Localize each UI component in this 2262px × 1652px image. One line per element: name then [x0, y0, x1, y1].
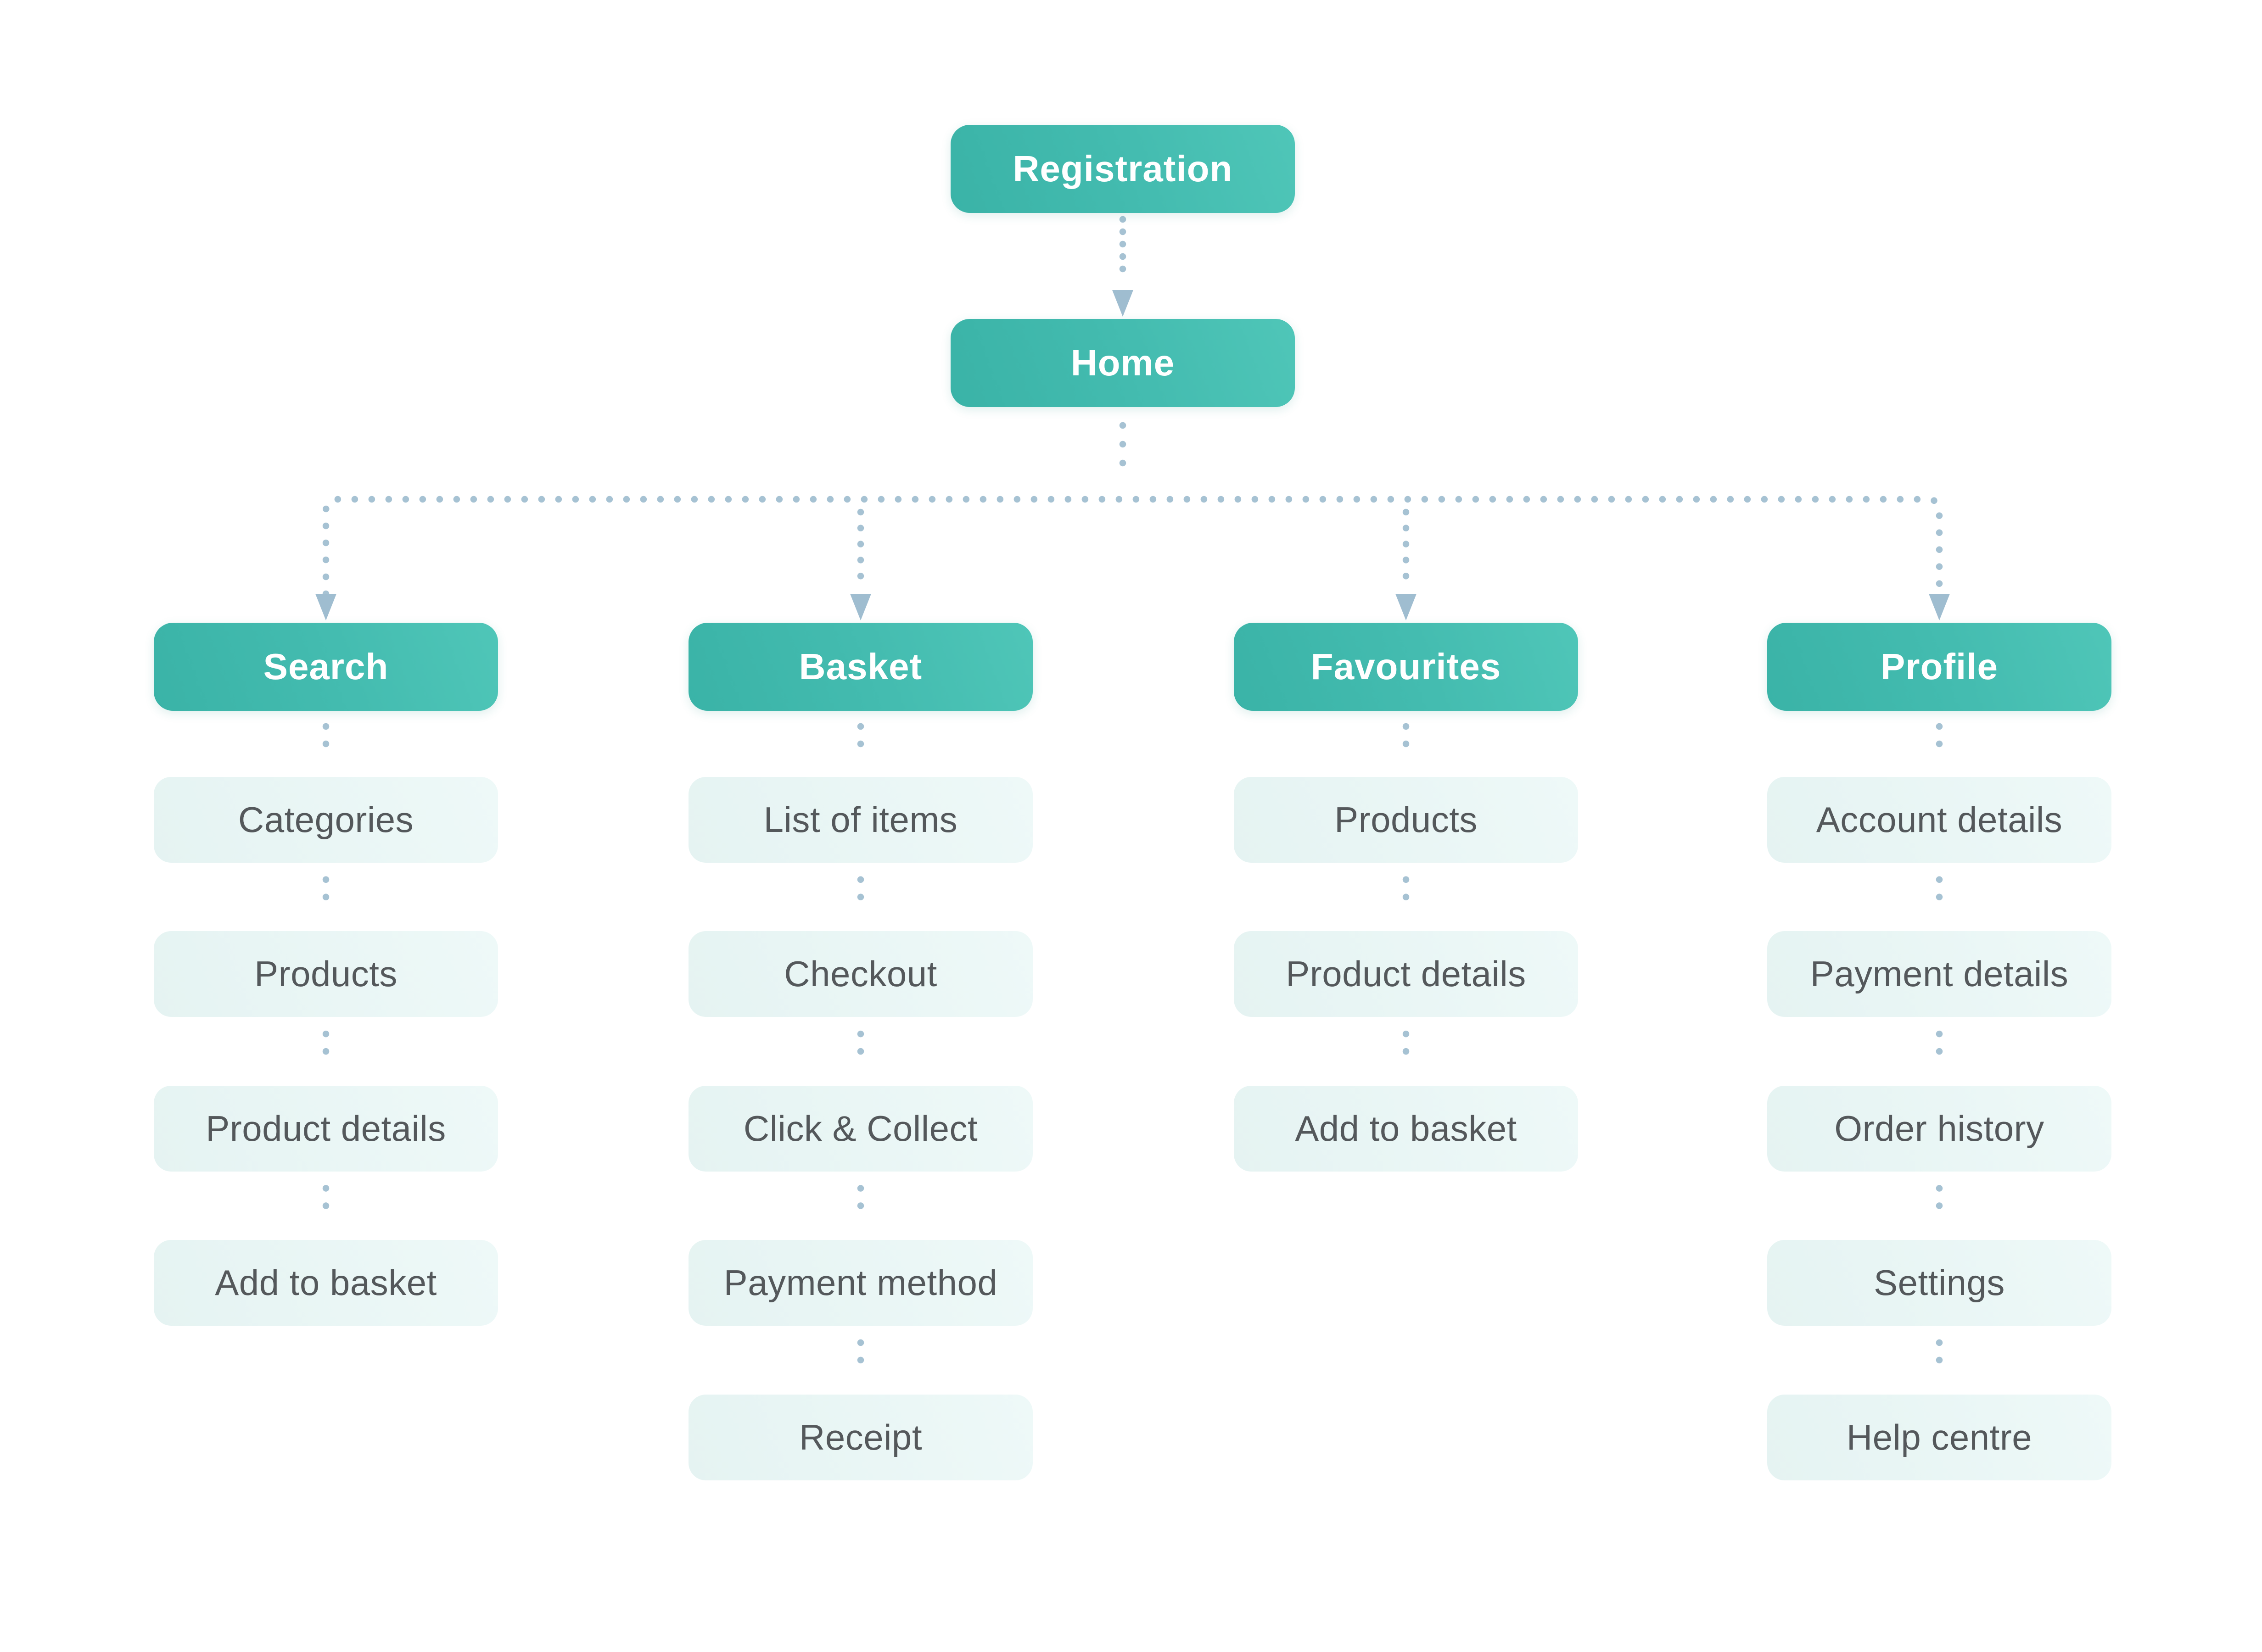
item-payment-method: Payment method: [689, 1240, 1033, 1326]
node-profile-label: Profile: [1881, 646, 1998, 687]
item-payment-details: Payment details: [1767, 931, 2111, 1017]
item-categories-label: Categories: [238, 799, 414, 840]
item-products-label: Products: [254, 954, 398, 994]
item-product-details-label: Product details: [1286, 954, 1526, 994]
item-order-history-label: Order history: [1834, 1108, 2044, 1149]
item-add-to-basket-label: Add to basket: [1295, 1108, 1517, 1149]
item-add-to-basket: Add to basket: [1234, 1086, 1578, 1172]
item-product-details: Product details: [1234, 931, 1578, 1017]
item-payment-method-label: Payment method: [723, 1262, 998, 1303]
item-categories: Categories: [154, 777, 498, 863]
arrow-down-icon: [315, 594, 336, 620]
item-settings: Settings: [1767, 1240, 2111, 1326]
item-click-collect-label: Click & Collect: [743, 1108, 978, 1149]
arrow-down-icon: [1395, 594, 1417, 620]
item-receipt: Receipt: [689, 1395, 1033, 1480]
item-receipt-label: Receipt: [799, 1417, 922, 1457]
node-home-label: Home: [1070, 342, 1175, 383]
item-help-centre-label: Help centre: [1846, 1417, 2032, 1457]
arrow-down-icon: [1112, 290, 1133, 317]
node-basket: Basket: [689, 623, 1033, 711]
item-add-to-basket: Add to basket: [154, 1240, 498, 1326]
arrow-down-icon: [1929, 594, 1950, 620]
node-favourites-label: Favourites: [1310, 646, 1501, 687]
node-registration-label: Registration: [1013, 148, 1233, 189]
item-account-details: Account details: [1767, 777, 2111, 863]
node-basket-label: Basket: [799, 646, 923, 687]
item-payment-details-label: Payment details: [1810, 954, 2069, 994]
item-account-details-label: Account details: [1816, 799, 2063, 840]
dotted-connector: [322, 496, 1943, 597]
node-search-label: Search: [263, 646, 389, 687]
node-profile: Profile: [1767, 623, 2111, 711]
item-help-centre: Help centre: [1767, 1395, 2111, 1480]
item-list-of-items: List of items: [689, 777, 1033, 863]
item-list-of-items-label: List of items: [763, 799, 958, 840]
item-add-to-basket-label: Add to basket: [215, 1262, 437, 1303]
item-products: Products: [154, 931, 498, 1017]
item-products: Products: [1234, 777, 1578, 863]
arrow-down-icon: [850, 594, 871, 620]
item-product-details-label: Product details: [206, 1108, 446, 1149]
node-favourites: Favourites: [1234, 623, 1578, 711]
node-registration: Registration: [951, 125, 1295, 213]
item-checkout: Checkout: [689, 931, 1033, 1017]
item-products-label: Products: [1334, 799, 1478, 840]
item-order-history: Order history: [1767, 1086, 2111, 1172]
node-home: Home: [951, 319, 1295, 407]
item-checkout-label: Checkout: [784, 954, 937, 994]
item-product-details: Product details: [154, 1086, 498, 1172]
item-click-collect: Click & Collect: [689, 1086, 1033, 1172]
item-settings-label: Settings: [1874, 1262, 2005, 1303]
node-search: Search: [154, 623, 498, 711]
